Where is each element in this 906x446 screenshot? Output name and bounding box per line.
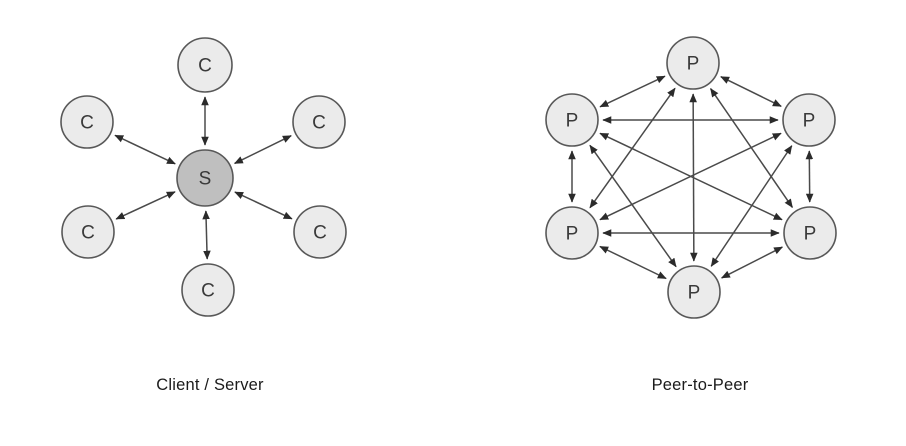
node-label-c5: C (313, 223, 327, 244)
edge-s-c6 (202, 210, 211, 260)
node-label-c6: C (201, 281, 215, 302)
node-p3-peer[interactable]: P (782, 93, 836, 147)
node-circle-p2 (545, 93, 599, 147)
node-circle-p5 (783, 206, 837, 260)
node-label-c2: C (80, 113, 94, 134)
node-p5-peer[interactable]: P (783, 206, 837, 260)
node-label-p6: P (688, 283, 701, 304)
node-c3-client[interactable]: C (292, 95, 346, 149)
caption-client-server: Client / Server (156, 376, 264, 394)
node-circle-c1 (177, 37, 233, 93)
edge-s-c5 (234, 191, 293, 220)
edge-s-c2 (114, 134, 176, 165)
node-label-p1: P (687, 54, 700, 75)
node-label-c3: C (312, 113, 326, 134)
node-circle-p4 (545, 206, 599, 260)
node-p1-peer[interactable]: P (666, 36, 720, 90)
node-p6-peer[interactable]: P (667, 265, 721, 319)
node-p4-peer[interactable]: P (545, 206, 599, 260)
node-c2-client[interactable]: C (60, 95, 114, 149)
node-label-p5: P (804, 224, 817, 245)
node-label-s: S (199, 169, 212, 190)
node-c1-client[interactable]: C (177, 37, 233, 93)
edge-p5-p6 (720, 246, 784, 279)
node-circle-c2 (60, 95, 114, 149)
edge-p1-p2 (599, 75, 666, 108)
node-circle-c4 (61, 205, 115, 259)
edge-s-c3 (233, 134, 292, 165)
node-circle-p1 (666, 36, 720, 90)
node-circle-c3 (292, 95, 346, 149)
edge-p1-p3 (720, 75, 782, 108)
edge-s-c4 (115, 191, 176, 220)
node-p2-peer[interactable]: P (545, 93, 599, 147)
node-label-c1: C (198, 56, 212, 77)
edge-p4-p6 (599, 245, 667, 280)
node-c4-client[interactable]: C (61, 205, 115, 259)
edge-p3-p6 (710, 145, 793, 267)
node-circle-c5 (293, 205, 347, 259)
node-label-p3: P (803, 111, 816, 132)
node-circle-p6 (667, 265, 721, 319)
node-c5-client[interactable]: C (293, 205, 347, 259)
node-s-server[interactable]: S (176, 149, 234, 207)
node-label-p2: P (566, 111, 579, 132)
edges-layer (114, 75, 814, 280)
node-c6-client[interactable]: C (181, 263, 235, 317)
node-label-c4: C (81, 223, 95, 244)
node-circle-s (176, 149, 234, 207)
node-circle-p3 (782, 93, 836, 147)
nodes-layer: S C C C C C C P P P P P P (60, 36, 837, 319)
caption-peer-to-peer: Peer-to-Peer (651, 376, 749, 394)
node-circle-c6 (181, 263, 235, 317)
node-label-p4: P (566, 224, 579, 245)
